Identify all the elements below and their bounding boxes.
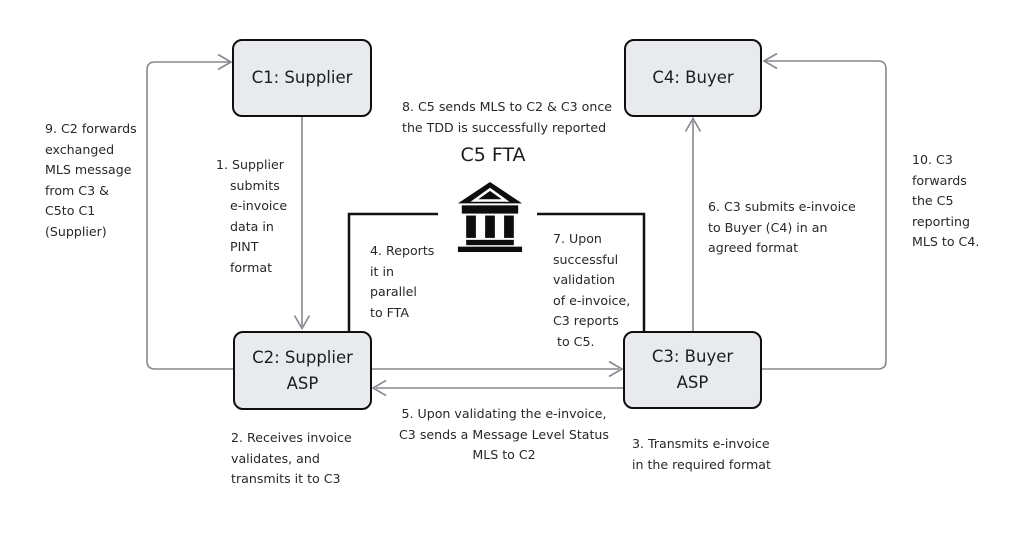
- arrowhead-step3: [608, 360, 624, 378]
- annotation-step10: 10. C3 forwards the C5 reporting MLS to …: [912, 152, 980, 250]
- arrowhead-step9: [217, 53, 233, 71]
- annotation-step8: 8. C5 sends MLS to C2 & C3 once the TDD …: [402, 99, 613, 135]
- node-c1-supplier: C1: Supplier: [232, 39, 372, 117]
- arrowhead-step6: [684, 116, 702, 132]
- node-c2-supplier-asp: C2: Supplier ASP: [233, 331, 372, 410]
- node-c4-buyer: C4: Buyer: [624, 39, 762, 117]
- annotation-step1: 1. Supplier submits e-invoice data in PI…: [216, 157, 288, 275]
- annotation-step7: 7. Upon successful validation of e-invoi…: [553, 231, 631, 349]
- line-step4-c2-to-c5: [347, 212, 438, 332]
- annotation-step9: 9. C2 forwards exchanged MLS message fro…: [45, 121, 137, 239]
- node-c2-label: C2: Supplier ASP: [252, 347, 353, 393]
- arrow-step10-c3-to-c4: [762, 60, 887, 370]
- annotation-step2: 2. Receives invoice validates, and trans…: [231, 430, 352, 487]
- arrowhead-step10: [762, 52, 778, 70]
- line-step7-c3-to-c5: [537, 212, 646, 332]
- node-c5-fta-label: C5 FTA: [460, 144, 526, 166]
- arrowhead-step5: [371, 379, 387, 397]
- node-c4-label: C4: Buyer: [652, 68, 734, 87]
- node-c1-label: C1: Supplier: [251, 68, 353, 87]
- annotation-step3: 3. Transmits e-invoice in the required f…: [632, 436, 771, 472]
- bank-building-icon: [457, 182, 523, 252]
- node-c3-label: C3: Buyer ASP: [651, 347, 734, 392]
- node-c3-buyer-asp: C3: Buyer ASP: [623, 331, 762, 409]
- annotation-step6: 6. C3 submits e-invoice to Buyer (C4) in…: [708, 199, 856, 256]
- annotation-step5: 5. Upon validating the e-invoice, C3 sen…: [399, 406, 609, 463]
- annotation-step4: 4. Reports it in parallel to FTA: [370, 243, 435, 320]
- arrow-step9-c2-to-c1: [146, 61, 233, 370]
- arrowhead-step1: [293, 315, 311, 331]
